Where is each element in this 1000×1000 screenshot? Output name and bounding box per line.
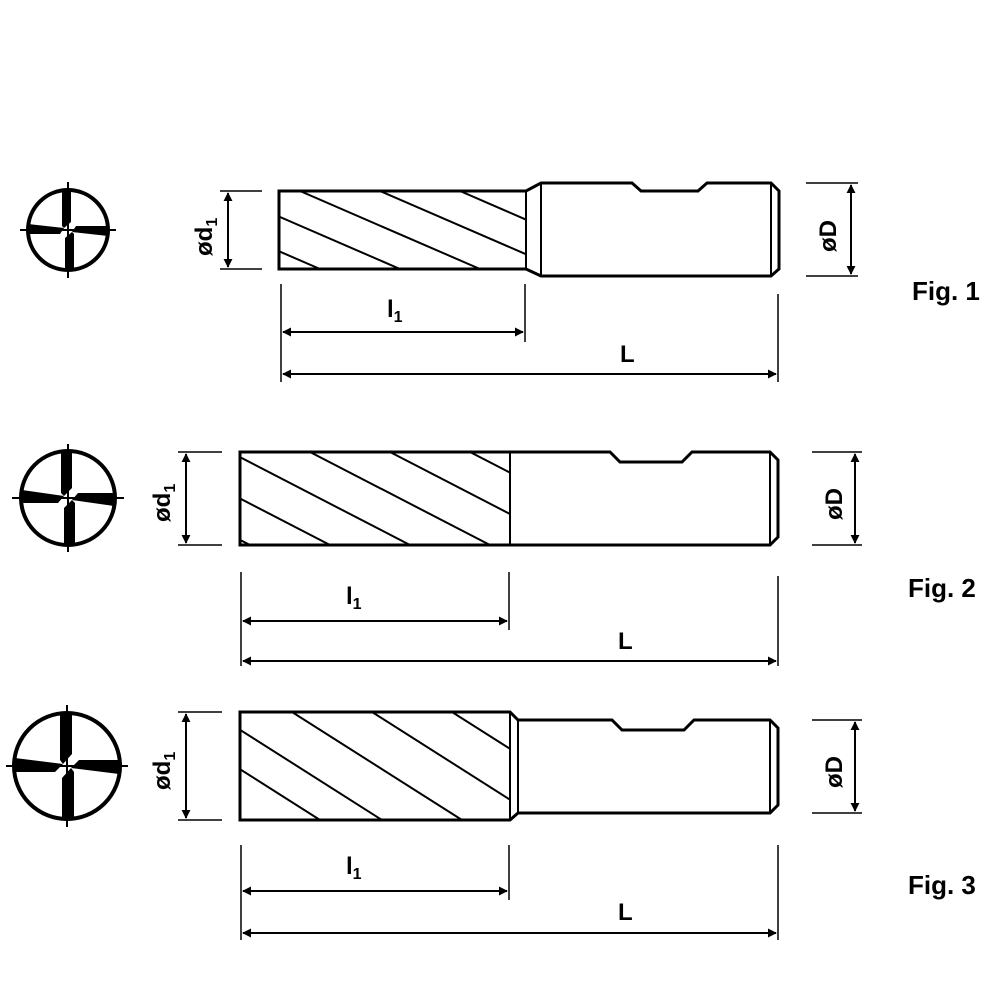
L-label: L xyxy=(618,628,633,655)
l1-label: l1 xyxy=(387,296,403,326)
figure-3: ød1 øD l1 L Fig. 3 xyxy=(6,705,976,940)
figure-1: ød1 øD l1 L Fig. 1 xyxy=(20,181,980,382)
d1-dimension: ød1 xyxy=(149,711,222,821)
end-view-icon xyxy=(12,444,124,552)
L-label: L xyxy=(618,899,633,926)
flute-hatch xyxy=(240,712,510,820)
figure-2: ød1 øD l1 L Fig. 2 xyxy=(12,444,976,666)
flute-hatch xyxy=(240,452,510,545)
figure-caption: Fig. 3 xyxy=(908,870,976,900)
d1-dimension: ød1 xyxy=(191,190,262,270)
d1-label: ød1 xyxy=(149,752,179,790)
d1-dimension: ød1 xyxy=(149,451,222,546)
length-dimensions: l1 L xyxy=(240,572,779,666)
end-view-icon xyxy=(6,705,128,827)
D-label: øD xyxy=(815,220,842,252)
figure-caption: Fig. 1 xyxy=(912,276,980,306)
d1-label: ød1 xyxy=(149,484,179,522)
D-dimension: øD xyxy=(806,182,858,277)
D-dimension: øD xyxy=(812,451,862,546)
l1-label: l1 xyxy=(346,583,362,613)
d1-label: ød1 xyxy=(191,218,221,256)
tool-body xyxy=(277,181,781,278)
l1-label: l1 xyxy=(346,853,362,883)
tool-body xyxy=(238,450,780,547)
figure-caption: Fig. 2 xyxy=(908,573,976,603)
L-label: L xyxy=(620,341,635,368)
D-label: øD xyxy=(821,488,848,520)
end-view-icon xyxy=(20,182,116,278)
length-dimensions: l1 L xyxy=(240,845,779,940)
D-dimension: øD xyxy=(812,719,862,814)
flute-hatch xyxy=(279,191,526,269)
tool-body xyxy=(238,710,780,822)
length-dimensions: l1 L xyxy=(280,284,779,382)
D-label: øD xyxy=(821,756,848,788)
